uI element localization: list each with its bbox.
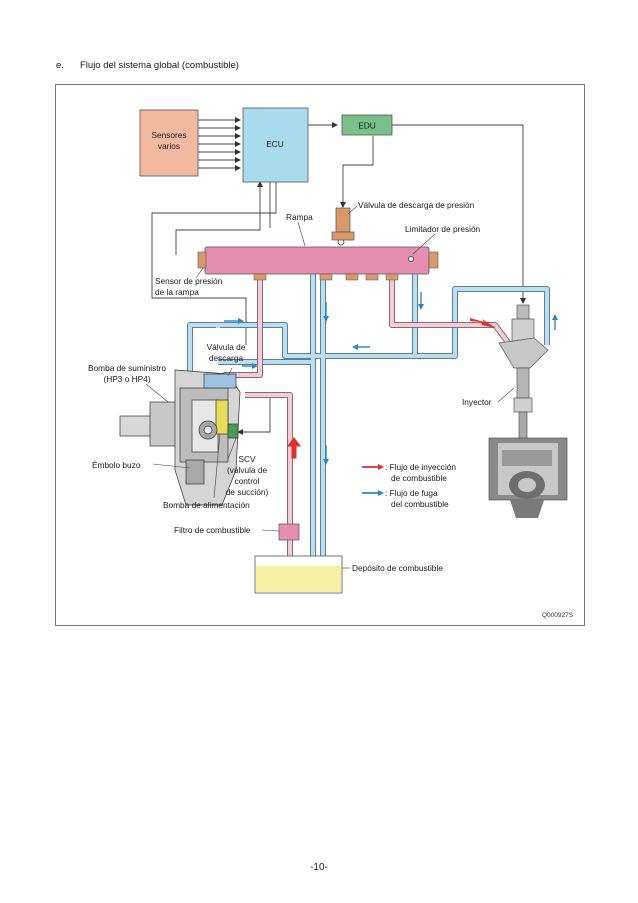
high-pressure-pipes	[222, 275, 513, 565]
label-scv-1: SCV	[238, 454, 256, 464]
edu-box	[341, 114, 393, 136]
sensores-label-1: Sensores	[151, 130, 186, 140]
figure-code: Q000927S	[542, 612, 574, 619]
legend-leak-2: del combustible	[391, 499, 449, 509]
section-title: Flujo del sistema global (combustible)	[80, 60, 239, 71]
pressure-discharge-valve	[331, 207, 355, 241]
sensores-label-2: varios	[158, 141, 180, 151]
label-valvula-descarga-2: descarga	[209, 353, 244, 363]
legend-leak-1: : Flujo de fuga	[385, 488, 438, 498]
injector	[498, 304, 549, 441]
label-filtro: Filtro de combustible	[174, 525, 251, 535]
ecu-label: ECU	[266, 139, 284, 149]
label-valvula-descarga-1: Válvula de	[207, 342, 246, 352]
ecu-box	[242, 107, 309, 183]
label-valvula-descarga-presion: Válvula de descarga de presión	[358, 200, 475, 210]
fuel-filter	[278, 523, 300, 541]
supply-pump	[119, 369, 241, 506]
fuel-tank	[254, 555, 343, 594]
engine-cylinder	[488, 437, 568, 518]
label-bomba-suministro-2: (HP3 o HP4)	[103, 374, 150, 384]
legend: : Flujo de inyección de combustible : Fl…	[362, 462, 456, 509]
label-bomba-alimentacion: Bomba de alimentación	[163, 500, 250, 510]
section-heading: e. Flujo del sistema global (combustible)	[56, 60, 239, 71]
label-scv-3: control	[235, 476, 260, 486]
label-sensor-presion-2: de la rampa	[155, 287, 199, 297]
sensores-box	[139, 109, 199, 177]
rail-sensor-connector	[197, 251, 207, 269]
section-letter: e.	[56, 60, 64, 71]
label-scv-2: (válvula de	[227, 465, 268, 475]
label-inyector: Inyector	[462, 397, 492, 407]
figure-frame	[55, 84, 585, 626]
label-embolo-buzo: Émbolo buzo	[92, 460, 141, 470]
legend-injection: : Flujo de inyección de combustible	[362, 462, 456, 483]
legend-injection-1: : Flujo de inyección	[385, 462, 456, 472]
leader-lines	[145, 205, 515, 569]
label-rampa: Rampa	[286, 212, 313, 222]
rail	[197, 238, 439, 281]
signal-lines	[151, 117, 526, 435]
pressure-limiter	[428, 251, 439, 269]
label-sensor-presion-1: Sensor de presión	[155, 276, 223, 286]
edu-label: EDU	[358, 121, 376, 131]
feed-pump-part	[215, 399, 229, 435]
label-limitador-presion: Limitador de presión	[405, 224, 481, 234]
discharge-valve-part	[203, 373, 237, 389]
label-scv-4: de succión)	[226, 487, 269, 497]
flow-arrows	[224, 292, 558, 465]
scv-part	[227, 423, 239, 439]
label-bomba-suministro-1: Bomba de suministro	[88, 363, 166, 373]
leak-pipes	[187, 260, 550, 565]
legend-leak: : Flujo de fuga del combustible	[362, 488, 449, 509]
page-number: -10-	[310, 862, 328, 873]
legend-injection-2: de combustible	[391, 473, 447, 483]
label-deposito: Depósito de combustible	[352, 563, 443, 573]
